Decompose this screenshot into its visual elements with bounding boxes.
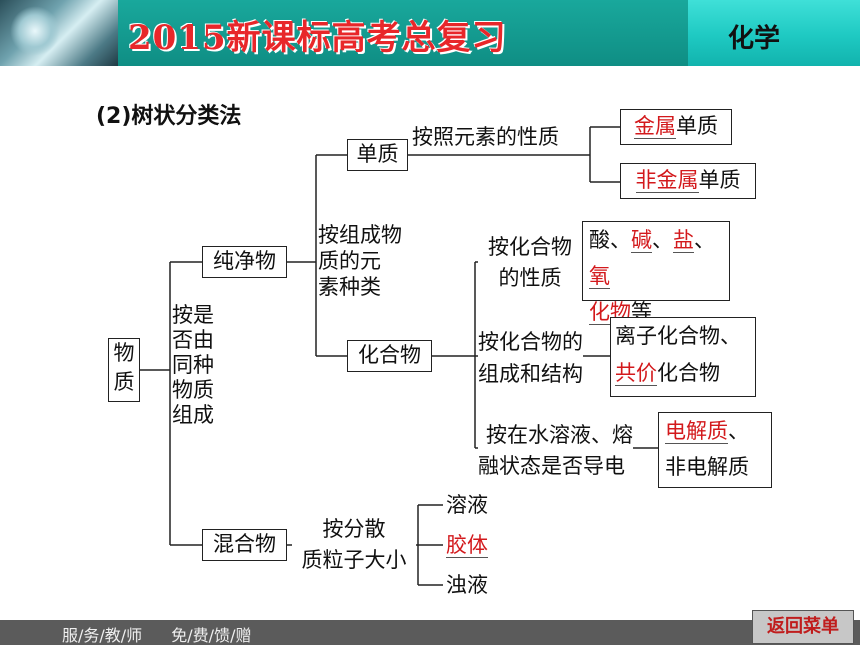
node-metal: 金属单质 [620, 109, 732, 145]
criterion-line: 按是 [172, 303, 214, 327]
section-label: (2)树状分类法 [96, 104, 242, 129]
criterion-line: 否由 [172, 328, 214, 352]
criterion-compound-property: 按化合物 的性质 [478, 232, 582, 294]
footer-bar: 服/务/教/师 免/费/馈/赠 返回菜单 [0, 610, 860, 646]
node-compound: 化合物 [347, 340, 432, 372]
covalent-suffix: 化合物 [657, 361, 720, 385]
node-element-substance: 单质 [347, 139, 408, 171]
node-acid-base-salt-oxide: 酸、碱、盐、氧 化物等 [582, 221, 730, 325]
footer-link-serve-teachers[interactable]: 服/务/教/师 [62, 626, 143, 645]
criterion-line: 融状态是否导电 [478, 454, 625, 478]
acid-base-line1: 酸、碱、盐、氧 [589, 222, 729, 294]
covalent-line: 共价化合物 [615, 355, 755, 392]
footer-links: 服/务/教/师 免/费/馈/赠 [62, 622, 275, 646]
criterion-line: 按化合物 [488, 235, 572, 259]
node-ionic-covalent: 离子化合物、 共价化合物 [610, 317, 756, 397]
criterion-line: 按在水溶液、熔 [486, 423, 633, 447]
criterion-element-types: 按组成物 质的元 素种类 [318, 222, 402, 300]
header-banner: 2015新课标高考总复习 化学 [0, 0, 860, 66]
separator: 、 [694, 228, 715, 252]
node-turbid-liquid: 浊液 [446, 573, 488, 597]
header-photo [0, 0, 118, 66]
metal-keyword: 金属 [634, 114, 676, 139]
criterion-line: 质的元 [318, 249, 381, 273]
criterion-line: 物质 [172, 378, 214, 402]
header-title-band [118, 0, 688, 66]
criterion-composition-structure: 按化合物的 组成和结构 [478, 326, 583, 390]
node-mixture: 混合物 [202, 529, 287, 561]
criterion-line: 组成 [172, 403, 214, 427]
node-pure-substance: 纯净物 [202, 246, 287, 278]
ionic-compound: 离子化合物、 [615, 324, 741, 348]
criterion-line: 同种 [172, 353, 214, 377]
node-substance-char2: 质 [113, 370, 135, 394]
base-keyword: 碱 [631, 228, 652, 253]
criterion-line: 的性质 [498, 266, 562, 290]
electrolyte-line: 电解质、 [665, 413, 771, 449]
node-substance: 物 质 [108, 338, 140, 402]
node-nonmetal: 非金属单质 [620, 163, 756, 199]
criterion-same-substance: 按是 否由 同种 物质 组成 [172, 303, 214, 428]
criterion-line: 质粒子大小 [301, 548, 407, 572]
nonelectrolyte: 非电解质 [665, 455, 749, 479]
nonmetal-keyword: 非金属 [635, 168, 699, 193]
node-colloid-wrap: 胶体 [446, 532, 488, 558]
electrolyte-keyword: 电解质 [665, 419, 728, 444]
criterion-line: 按分散 [322, 517, 386, 541]
course-title: 2015新课标高考总复习 [128, 18, 507, 58]
node-colloid: 胶体 [446, 533, 488, 558]
node-substance-char1: 物 [113, 341, 135, 365]
node-electrolyte: 电解质、 非电解质 [658, 412, 772, 488]
criterion-line: 按组成物 [318, 223, 402, 247]
criterion-line: 组成和结构 [478, 362, 583, 386]
covalent-keyword: 共价 [615, 361, 657, 386]
criterion-line: 素种类 [318, 275, 381, 299]
electrolyte-suffix: 、 [728, 419, 749, 443]
criterion-conductivity: 按在水溶液、熔 融状态是否导电 [478, 420, 633, 482]
acid-text: 酸、 [589, 228, 631, 252]
nonmetal-suffix: 单质 [698, 168, 741, 192]
salt-keyword: 盐 [673, 228, 694, 253]
node-solution: 溶液 [446, 493, 488, 517]
criterion-particle-size: 按分散 质粒子大小 [292, 514, 416, 576]
footer-link-free-gift[interactable]: 免/费/馈/赠 [171, 626, 252, 645]
separator: 、 [652, 228, 673, 252]
metal-suffix: 单质 [676, 114, 718, 138]
criterion-line: 按化合物的 [478, 330, 583, 354]
criterion-element-property: 按照元素的性质 [412, 125, 559, 149]
back-to-menu-button[interactable]: 返回菜单 [752, 610, 854, 644]
oxide-keyword-part1: 氧 [589, 264, 610, 289]
subject-label: 化学 [728, 24, 781, 54]
